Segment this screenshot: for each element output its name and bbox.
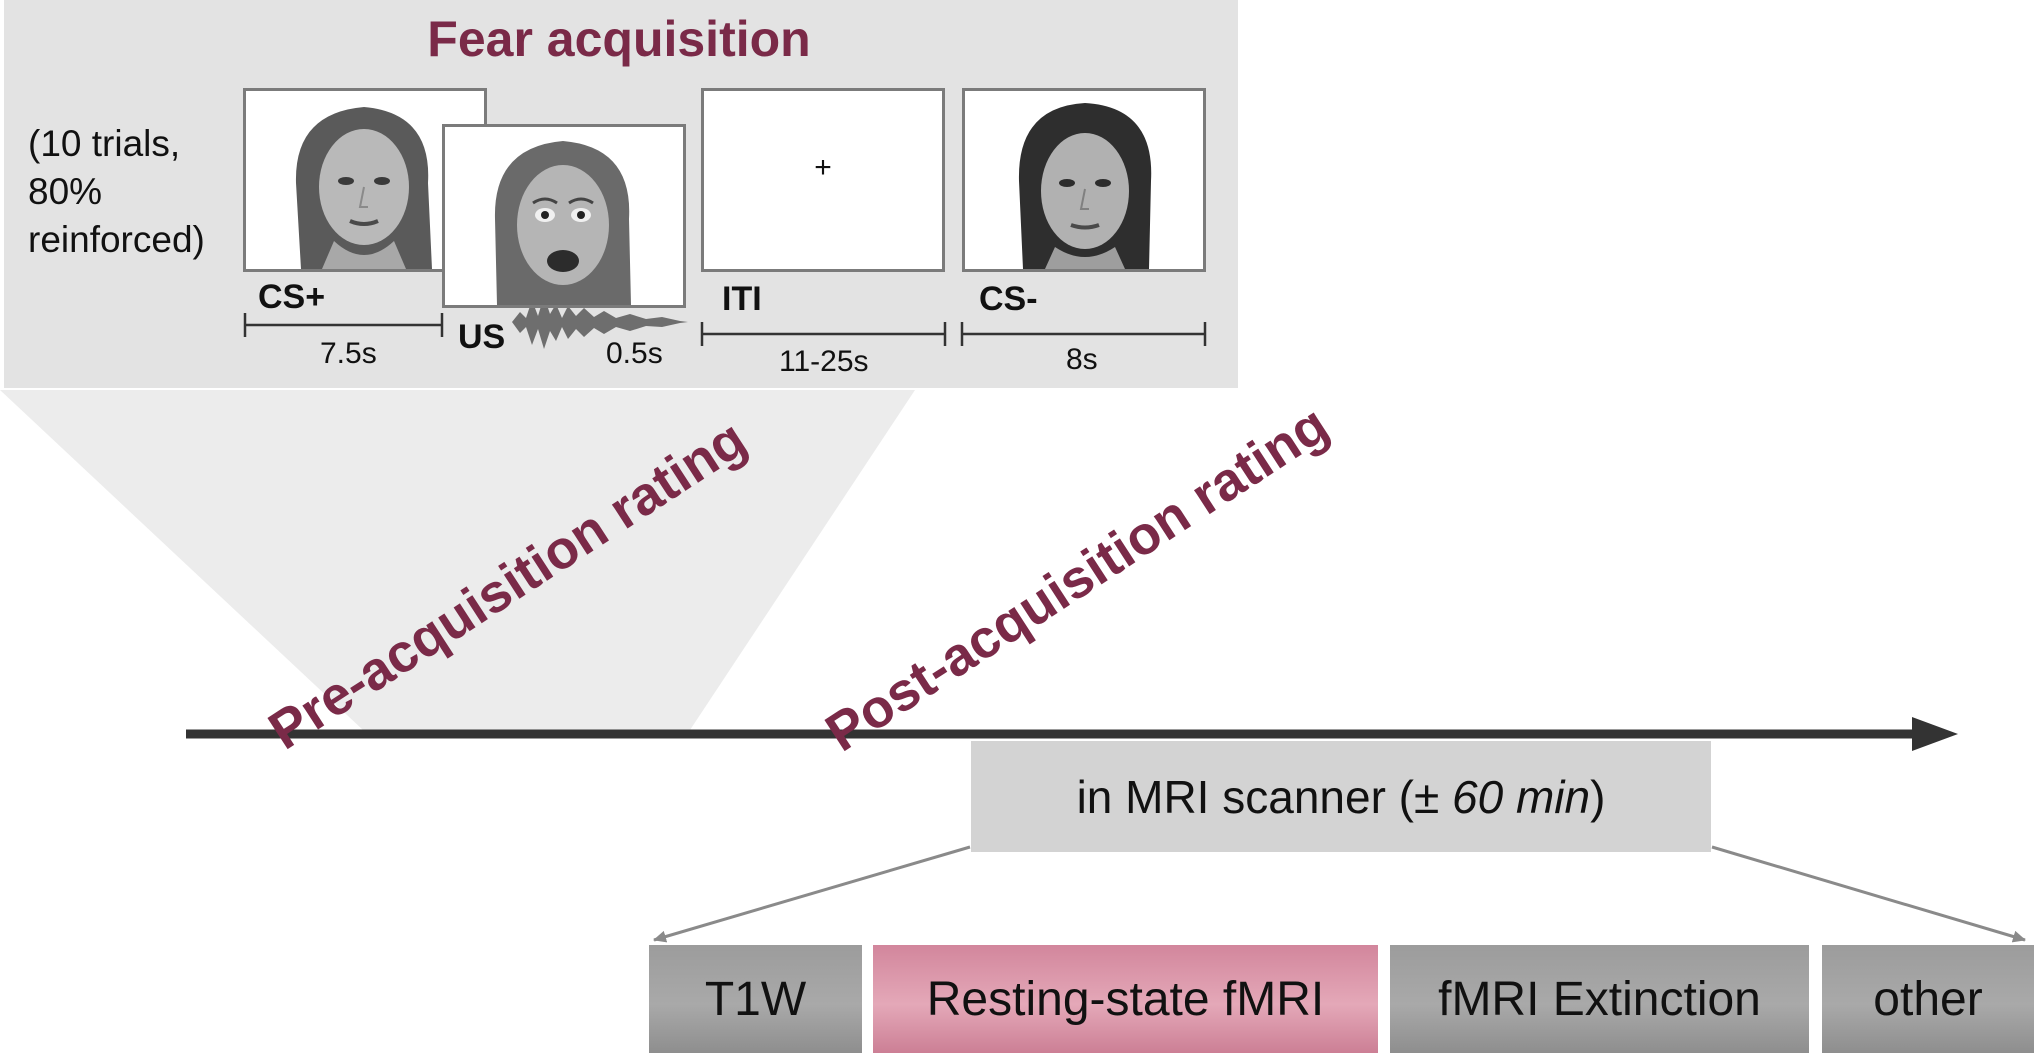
mri-scanner-box: in MRI scanner (± 60 min) xyxy=(971,741,1711,852)
scanner-label-suffix: ) xyxy=(1590,770,1606,823)
connector-left xyxy=(653,845,971,943)
sequence-box-t1w: T1W xyxy=(649,945,862,1053)
iti-fixation-frame: + xyxy=(701,88,945,272)
us-stimulus-frame xyxy=(442,124,686,308)
zoom-wedge xyxy=(0,390,915,730)
cs-minus-stimulus-frame xyxy=(962,88,1206,272)
scanner-duration: 60 min xyxy=(1452,770,1591,823)
cs-plus-label: CS+ xyxy=(258,278,326,316)
scanner-label-prefix: in MRI scanner (± xyxy=(1076,770,1453,823)
cs-plus-duration: 7.5s xyxy=(320,337,377,370)
fearful-face-icon xyxy=(494,141,631,305)
cs-minus-duration: 8s xyxy=(1066,343,1098,376)
sequence-box-fmri-extinction: fMRI Extinction xyxy=(1390,945,1809,1053)
trial-info: (10 trials, 80% reinforced) xyxy=(28,123,205,260)
panel-title: Fear acquisition xyxy=(427,11,811,67)
timeline-arrow-head xyxy=(1912,717,1958,751)
duration-bar-iti xyxy=(700,322,947,346)
duration-bar-cs-minus xyxy=(960,322,1207,346)
fixation-cross: + xyxy=(814,151,832,184)
scream-sound-icon xyxy=(512,296,688,349)
iti-duration: 11-25s xyxy=(779,345,869,378)
iti-label: ITI xyxy=(722,280,762,318)
cs-minus-label: CS- xyxy=(979,280,1038,318)
neutral-face-icon xyxy=(1018,103,1152,269)
us-label: US xyxy=(458,318,506,356)
us-duration: 0.5s xyxy=(606,337,663,370)
duration-bar-cs-plus xyxy=(243,313,444,337)
neutral-face-icon xyxy=(295,107,432,269)
sequence-box-other: other xyxy=(1822,945,2034,1053)
connector-right xyxy=(1711,845,2026,943)
sequence-box-resting-state-fmri: Resting-state fMRI xyxy=(873,945,1378,1053)
